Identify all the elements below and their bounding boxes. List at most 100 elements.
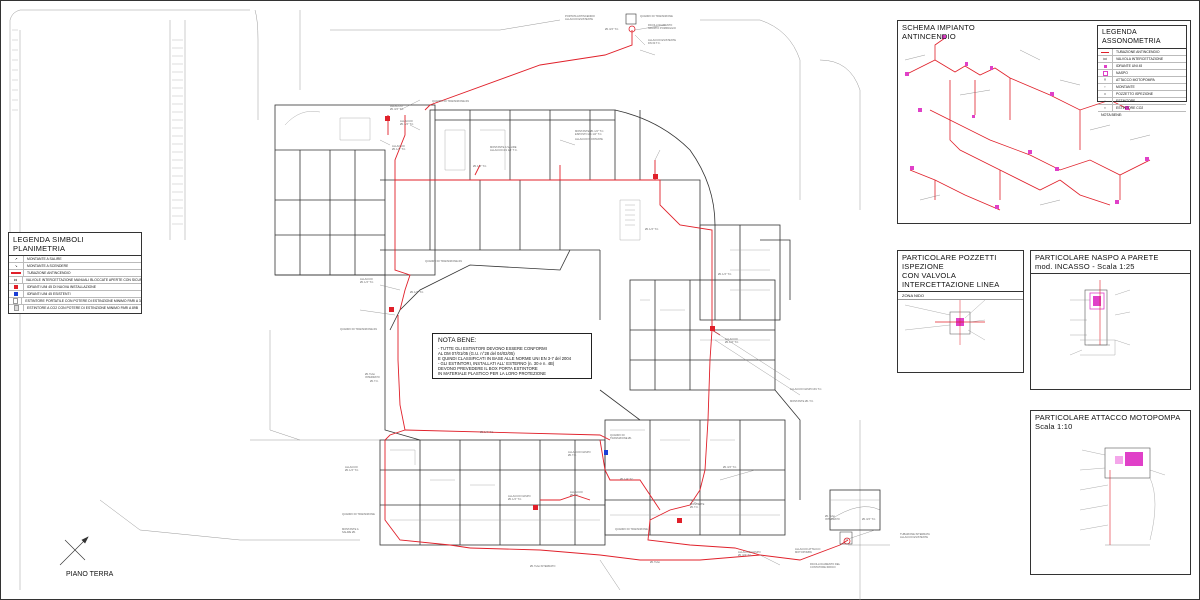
legend-row: ↘MONTANTE A SCENDERE — [9, 263, 141, 270]
motopompa-title-line2: Scala 1:10 — [1035, 422, 1073, 431]
hydrant-blue-icon — [9, 291, 24, 297]
svg-text:ALLACCIO: ALLACCIO — [725, 337, 738, 341]
svg-text:DN 63 T.C.: DN 63 T.C. — [648, 41, 661, 45]
svg-text:Ø1 1/4" T.C.: Ø1 1/4" T.C. — [345, 468, 359, 472]
svg-text:TRANSIZIONE Ø1: TRANSIZIONE Ø1 — [610, 436, 632, 440]
svg-text:Ø1 T.C.: Ø1 T.C. — [570, 493, 579, 497]
svg-text:ALLACCIO: ALLACCIO — [400, 119, 413, 123]
legend-label: ESTINTORE CO2 — [1116, 106, 1144, 110]
legend-row: ESTINTORE PORTATILE CON POTERE DI ESTINZ… — [9, 298, 141, 305]
co2-extinguisher-icon — [9, 305, 24, 311]
legend-row: TUBAZIONE ANTINCENDIO — [1098, 49, 1186, 56]
rising-riser-icon: ↗ — [9, 256, 24, 262]
svg-text:Ø1 1/4" T.C.: Ø1 1/4" T.C. — [392, 147, 406, 151]
legend-label: POZZETTO ISPEZIONE — [1116, 92, 1154, 96]
svg-text:ALLACCIO ATTACCO: ALLACCIO ATTACCO — [795, 547, 820, 551]
svg-text:QUADRO DI TRANSIZIONE: QUADRO DI TRANSIZIONE — [615, 527, 648, 531]
svg-text:ALLACCIO ESISTENTE: ALLACCIO ESISTENTE — [565, 17, 593, 21]
svg-text:Ø1 1/4" T.C.: Ø1 1/4" T.C. — [725, 340, 739, 344]
motopompa-title: PARTICOLARE ATTACCO MOTOPOMPA Scala 1:10 — [1031, 411, 1190, 433]
svg-text:Ø1 1/4" T.C.: Ø1 1/4" T.C. — [508, 497, 522, 501]
legend-label: TUBAZIONE ANTINCENDIO — [1116, 50, 1160, 54]
svg-text:Ø1 T.C.: Ø1 T.C. — [690, 505, 699, 509]
nota-bene-line: - GLI ESTINTORI, INSTALLATI ALL' ESTERNO… — [438, 361, 555, 366]
svg-text:Ø1 1/4" T.C.: Ø1 1/4" T.C. — [360, 280, 374, 284]
legend-label: TUBAZIONE ANTINCENDIO — [27, 271, 71, 275]
svg-text:ALLACCIO: ALLACCIO — [345, 465, 358, 469]
legend-label: IDRANTI UNI 45 DI NUOVA INSTALLAZIONE — [27, 285, 97, 289]
naspo-title-line2: mod. INCASSO - Scala 1:25 — [1035, 262, 1135, 271]
legend-label: IDRANTE UNI 45 — [1116, 64, 1143, 68]
svg-text:RICOLLOCAMENTO DEL: RICOLLOCAMENTO DEL — [810, 562, 841, 566]
nota-bene-line: DEVONO PREVEDERE IL BOX PORTA ESTINTORE — [438, 366, 538, 371]
svg-text:Ø1 Tubo: Ø1 Tubo — [650, 560, 661, 564]
pozzetti-subtitle: ZONA NIDO — [898, 292, 1023, 300]
nota-bene-line: E QUINDI CLASSIFICATI IN BASE ALLE NORME… — [438, 356, 572, 361]
legend-label: MONTANTE A SALIRE — [27, 257, 62, 261]
svg-text:ALLACCIO: ALLACCIO — [570, 490, 583, 494]
annotation-leaders — [359, 24, 890, 566]
svg-text:Ø1 1/4" T.C.: Ø1 1/4" T.C. — [410, 290, 424, 294]
pozzetto-icon: □ — [1098, 91, 1113, 97]
extinguisher-icon: ▫ — [1098, 98, 1113, 104]
svg-text:Ø1 3/4" T.C.: Ø1 3/4" T.C. — [390, 107, 404, 111]
svg-text:QUADRO DI TRANSIZIONE: QUADRO DI TRANSIZIONE — [640, 14, 673, 18]
site-context-lines — [9, 9, 881, 600]
fire-pipe-icon — [1098, 49, 1113, 55]
hydrant-red-icon — [9, 284, 24, 290]
isometric-schema-devices — [905, 35, 1149, 209]
naspo-detail-panel: PARTICOLARE NASPO A PARETE mod. INCASSO … — [1030, 250, 1191, 390]
svg-text:ALLACCIO: ALLACCIO — [390, 104, 403, 108]
naspo-detail-drawing — [1069, 280, 1131, 356]
falling-riser-icon: ↘ — [9, 263, 24, 269]
svg-text:TUBAZIONE INTERRATA: TUBAZIONE INTERRATA — [900, 532, 930, 536]
pozzetti-title-line2: CON VALVOLA INTERCETTAZIONE LINEA — [902, 271, 1000, 289]
svg-text:QUADRO DI: QUADRO DI — [610, 433, 625, 437]
riser-icon: ↑ — [1098, 84, 1113, 90]
isometric-schema-labels — [904, 49, 1151, 206]
legend-label: MONTANTE A SCENDERE — [27, 264, 69, 268]
naspo-title: PARTICOLARE NASPO A PARETE mod. INCASSO … — [1031, 251, 1190, 274]
legend-planimetria-panel: LEGENDA SIMBOLI PLANIMETRIA ↗MONTANTE A … — [8, 232, 142, 314]
svg-text:QUADRO DI TRANSIZIONE Ø1: QUADRO DI TRANSIZIONE Ø1 — [340, 327, 378, 331]
legend-label: VALVOLA INTERCETTAZIONE — [1116, 57, 1164, 61]
svg-text:QUADRO DI TRANSIZIONE Ø1: QUADRO DI TRANSIZIONE Ø1 — [432, 99, 470, 103]
legend-row: TUBAZIONE ANTINCENDIO — [9, 270, 141, 277]
legend-label: MONTANTE — [1116, 85, 1135, 89]
svg-text:MONTANTE A: MONTANTE A — [342, 527, 359, 531]
legend-row: IDRANTI UNI 45 DI NUOVA INSTALLAZIONE — [9, 284, 141, 291]
legend-label: ESTINTORE A CO2 CON POTERE DI ESTINZIONE… — [27, 306, 139, 310]
svg-text:Ø1 1/4" T.C.: Ø1 1/4" T.C. — [620, 477, 634, 481]
legend-row: IDRANTE UNI 45 — [1098, 63, 1186, 70]
svg-text:ALLACCIO NASPO: ALLACCIO NASPO — [568, 450, 591, 454]
svg-text:MONTANTE: MONTANTE — [690, 502, 705, 506]
svg-text:Ø1 3/4" T.C.: Ø1 3/4" T.C. — [862, 517, 876, 521]
nota-bene-line: AL DM 07/01/05 (G.U. n°28 del 04/02/05) — [438, 351, 515, 356]
hydrant-icon — [1098, 63, 1113, 69]
svg-text:Ø1 1/4" T.C.: Ø1 1/4" T.C. — [645, 227, 659, 231]
extinguisher-icon — [9, 298, 23, 304]
svg-text:SALIRE Ø1: SALIRE Ø1 — [342, 530, 356, 534]
svg-text:PORTATA ANTINCENDIO: PORTATA ANTINCENDIO — [565, 14, 595, 18]
legend-label: VALVOLE INTERCETTAZIONE MANUALI BLOCCATE… — [25, 278, 141, 282]
svg-text:Ø1 Tubo INTERRATO: Ø1 Tubo INTERRATO — [530, 564, 555, 568]
co2-extinguisher-icon: ▪ — [1098, 105, 1113, 111]
svg-text:ESPOSTO Ø1 1/4" T.C.: ESPOSTO Ø1 1/4" T.C. — [575, 132, 602, 136]
legend-row: ⋈VALVOLE INTERCETTAZIONE MANUALI BLOCCAT… — [9, 277, 141, 284]
svg-text:RICOLLOCAMENTO: RICOLLOCAMENTO — [648, 23, 672, 27]
legend-row: □POZZETTO ISPEZIONE — [1098, 91, 1186, 98]
svg-text:Ø1 Tubo: Ø1 Tubo — [365, 372, 376, 376]
building-walls — [274, 104, 881, 546]
legend-row: ▪ESTINTORE CO2 — [1098, 105, 1186, 112]
legend-planimetria-title: LEGENDA SIMBOLI PLANIMETRIA — [9, 233, 141, 256]
svg-text:ALLACCIO ESISTENTE: ALLACCIO ESISTENTE — [648, 38, 676, 42]
motopompa-detail-panel: PARTICOLARE ATTACCO MOTOPOMPA Scala 1:10 — [1030, 410, 1191, 575]
pozzetti-title: PARTICOLARE POZZETTI ISPEZIONE CON VALVO… — [898, 251, 1023, 292]
pozzetti-detail-panel: PARTICOLARE POZZETTI ISPEZIONE CON VALVO… — [897, 250, 1024, 373]
pozzetti-title-line1: PARTICOLARE POZZETTI ISPEZIONE — [902, 253, 997, 271]
svg-text:Ø1 3/4" T.C.: Ø1 3/4" T.C. — [723, 465, 737, 469]
svg-text:MONTANTE Ø1 T.C.: MONTANTE Ø1 T.C. — [790, 399, 814, 403]
nota-bene-line: - TUTTE GLI ESTINTORI DEVONO ESSERE CONF… — [438, 346, 547, 351]
parking-stalls — [12, 29, 183, 225]
